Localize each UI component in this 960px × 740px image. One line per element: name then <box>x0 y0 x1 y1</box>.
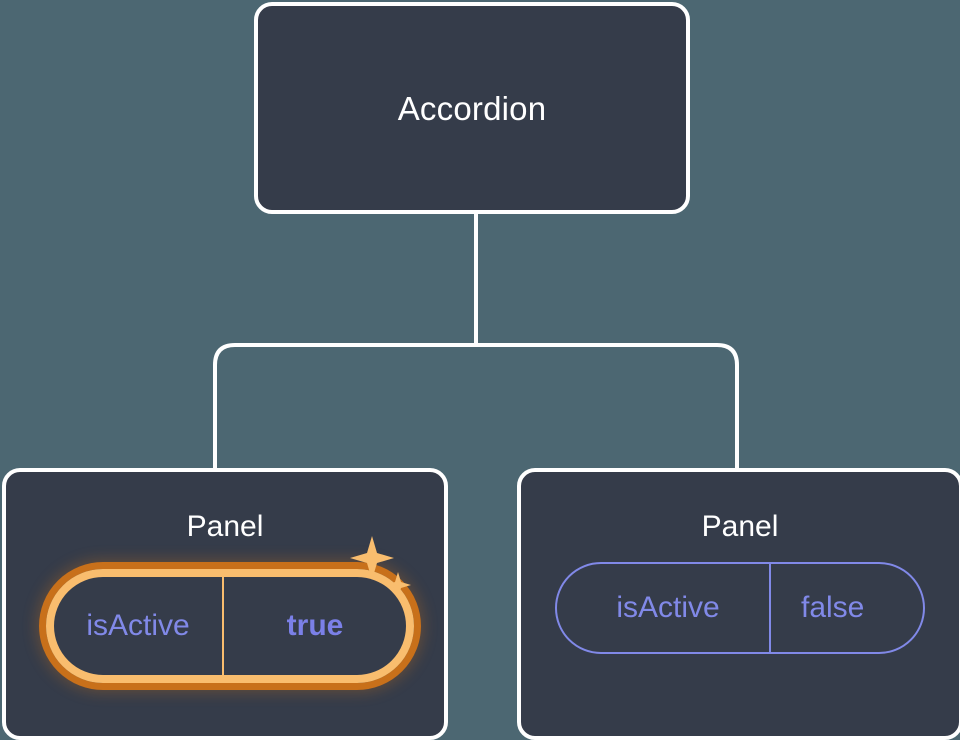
prop-pill-right-key: isActive <box>616 591 720 624</box>
connector-branch-bar <box>213 343 739 468</box>
node-panel-left[interactable]: Panel isActive true <box>2 468 448 740</box>
node-accordion[interactable]: Accordion <box>254 2 690 214</box>
node-panel-right-title: Panel <box>701 510 779 543</box>
prop-pill-right-value: false <box>769 564 906 652</box>
prop-pill-left-wrap: isActive true <box>6 536 444 690</box>
prop-pill-left-value: true <box>222 577 406 675</box>
prop-pill-left-key: isActive <box>86 609 190 642</box>
prop-pill-right[interactable]: isActive false <box>555 562 925 654</box>
node-panel-left-title: Panel <box>186 510 264 543</box>
node-accordion-title: Accordion <box>397 89 547 127</box>
prop-pill-right-wrap: isActive false <box>521 562 959 654</box>
node-panel-right[interactable]: Panel isActive false <box>517 468 960 740</box>
prop-pill-left-highlight-ring: isActive true <box>39 562 421 690</box>
prop-pill-left[interactable]: isActive true <box>46 569 414 683</box>
